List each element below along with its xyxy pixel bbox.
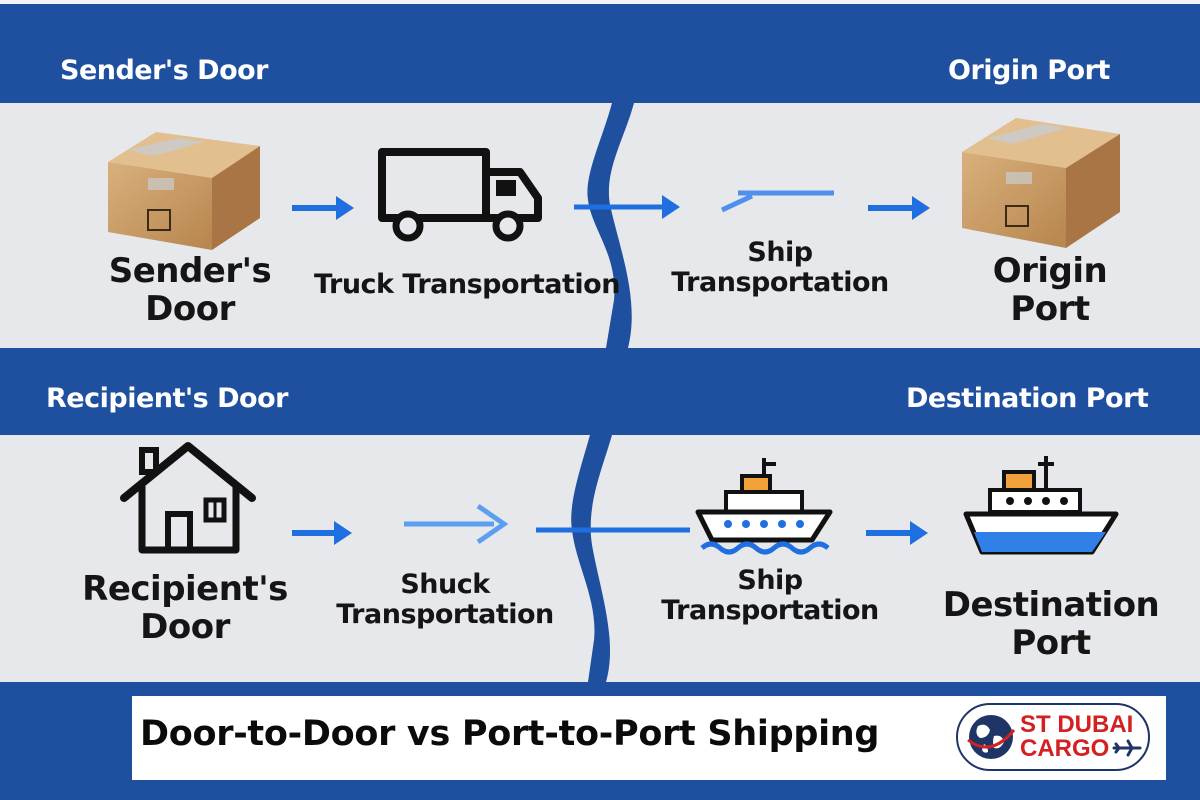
arrow-icon [866,521,928,545]
globe-icon [967,715,1016,759]
arrow-icon [404,503,509,545]
label-senders-door: Sender's Door [108,251,272,330]
logo-line-1: ST DUBAI [1020,711,1134,738]
label-ship-transportation-bottom: Ship Transportation [661,565,879,627]
header-destination-port: Destination Port [906,383,1149,414]
ship-icon [963,456,1119,555]
box-icon [108,132,260,250]
house-icon [120,442,256,554]
label-origin-port: Origin Port [992,251,1108,330]
ship-icon [695,458,833,555]
header-origin-port: Origin Port [948,55,1110,86]
arrow-icon [292,196,354,220]
arrow-icon [574,195,680,219]
header-recipients-door: Recipient's Door [46,383,288,414]
header-senders-door: Sender's Door [60,55,269,86]
airplane-icon [1112,739,1142,757]
arrow-icon [292,521,352,545]
truck-icon [378,148,542,242]
footer-title: Door-to-Door vs Port-to-Port Shipping [140,714,880,754]
brand-logo[interactable]: ST DUBAI CARGO [956,703,1150,771]
box-icon [962,118,1120,248]
top-edge [0,0,1200,4]
label-ship-transportation: Ship Transportation [671,237,889,299]
bottom-left-panel [0,435,595,682]
arrow-icon [720,190,834,213]
footer-banner: Door-to-Door vs Port-to-Port Shipping ST… [132,696,1166,780]
label-shuck-transportation: Shuck Transportation [336,569,554,631]
logo-wordmark: ST DUBAI CARGO [1020,711,1134,763]
label-destination-port: Destination Port [942,585,1160,664]
label-recipients-door: Recipient's Door [82,569,288,648]
label-truck-transportation: Truck Transportation [314,269,620,300]
arrow-icon [868,196,930,220]
logo-line-2: CARGO [1020,735,1110,763]
